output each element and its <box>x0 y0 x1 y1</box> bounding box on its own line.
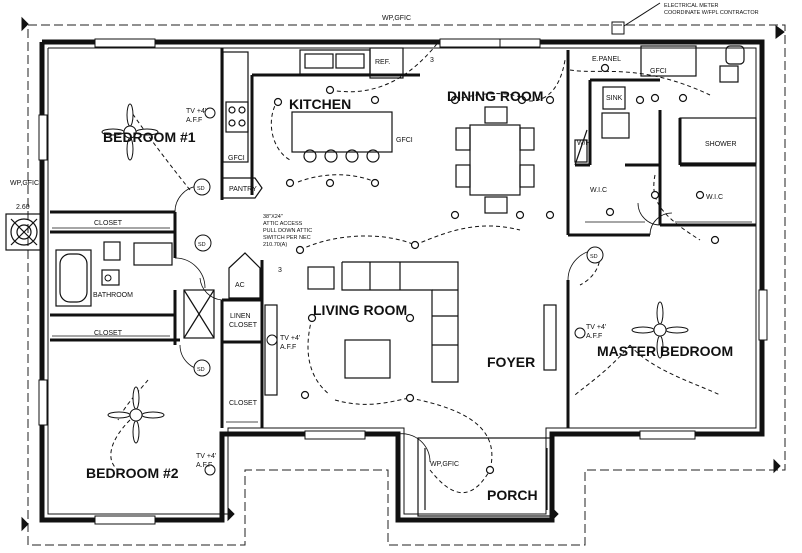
attic-access-hatch <box>183 289 215 339</box>
roof-overhang-outline <box>27 24 786 546</box>
wp-gfic-label: WP,GFIC <box>430 461 459 468</box>
room-label-living: LIVING ROOM <box>313 302 407 318</box>
bath-fixtures <box>55 45 757 307</box>
attic-access-note: PULL DOWN ATTIC <box>263 228 312 234</box>
living-furniture <box>264 261 557 396</box>
attic-access-note: ATTIC ACCESS <box>263 221 303 227</box>
room-label-dining: DINING ROOM <box>447 88 543 104</box>
closet-shelves <box>52 221 752 423</box>
closet-label: CLOSET <box>94 220 123 227</box>
water-heater-label: W/H <box>577 140 591 147</box>
light-fixtures <box>273 63 720 475</box>
meter-note: COORDINATE W/FPL CONTRACTOR <box>664 10 759 16</box>
attic-access-note: SWITCH PER NEC <box>263 235 311 241</box>
electric-meter <box>611 2 661 35</box>
ac-unit <box>5 213 43 251</box>
meter-note: ELECTRICAL METER <box>664 3 719 9</box>
closet-label: CLOSET <box>94 330 123 337</box>
tv-outlet-label: A.F.F <box>280 344 296 351</box>
corner-markers <box>21 16 785 532</box>
exterior-walls <box>39 39 765 523</box>
tv-outlet-label: A.F.F <box>196 462 212 469</box>
ceiling-fan-icon <box>101 103 159 161</box>
tv-outlet-label: TV +4' <box>586 324 606 331</box>
linen-closet-label: CLOSET <box>229 322 258 329</box>
tv-outlet-label: A.F.F <box>586 333 602 340</box>
attic-access-note: 210.70(A) <box>263 242 287 248</box>
three-way-switch-label: 3 <box>278 267 282 274</box>
ceiling-fan-icon <box>631 301 689 359</box>
attic-access-note: 38"X24" <box>263 214 283 220</box>
smoke-detector-label: SD <box>198 242 206 248</box>
smoke-detector-label: SD <box>197 367 205 373</box>
smoke-detector-label: SD <box>590 254 598 260</box>
wp-gfic-label: WP,GFIC <box>10 180 39 187</box>
room-label-porch: PORCH <box>487 487 538 503</box>
tv-outlet-label: TV +4' <box>196 453 216 460</box>
tv-outlet-label: TV +4' <box>280 335 300 342</box>
refrigerator-label: REF. <box>375 59 390 66</box>
electrical-panel-label: E.PANEL <box>592 56 621 63</box>
interior-walls <box>50 48 756 428</box>
dining-table <box>455 106 535 214</box>
gfci-label: GFCI <box>228 155 245 162</box>
closet-label: CLOSET <box>229 400 258 407</box>
room-label-master-bedroom: MASTER BEDROOM <box>597 343 733 359</box>
walk-in-closet-label: W.I.C <box>590 187 607 194</box>
gfci-label: GFCI <box>396 137 413 144</box>
exterior-walls-inner <box>47 47 757 515</box>
outlets <box>104 107 586 476</box>
tv-outlet-label: A.F.F <box>186 117 202 124</box>
bathroom-label: BATHROOM <box>93 292 133 299</box>
pantry-label: PANTRY <box>229 186 257 193</box>
ac-label: AC <box>235 282 245 289</box>
porch-outline <box>417 437 554 517</box>
three-way-switch-label: 3 <box>430 57 434 64</box>
walk-in-closet-label: W.I.C <box>706 194 723 201</box>
sink-label: SINK <box>606 95 623 102</box>
ac-closet <box>228 252 261 299</box>
smoke-detector-icon <box>193 178 604 377</box>
windows <box>38 38 768 525</box>
ac-size-label: 2.60 <box>16 204 30 211</box>
linen-closet-label: LINEN <box>230 313 251 320</box>
wp-gfic-label: WP,GFIC <box>382 15 411 22</box>
room-label-bedroom1: BEDROOM #1 <box>103 129 196 145</box>
shower-label: SHOWER <box>705 141 737 148</box>
gfci-label: GFCI <box>650 68 667 75</box>
smoke-detector-label: SD <box>197 186 205 192</box>
room-label-bedroom2: BEDROOM #2 <box>86 465 179 481</box>
tv-outlet-label: TV +4' <box>186 108 206 115</box>
ceiling-fan-icon <box>107 386 165 444</box>
room-label-foyer: FOYER <box>487 354 535 370</box>
room-label-kitchen: KITCHEN <box>289 96 351 112</box>
kitchen-fixtures <box>221 47 404 199</box>
